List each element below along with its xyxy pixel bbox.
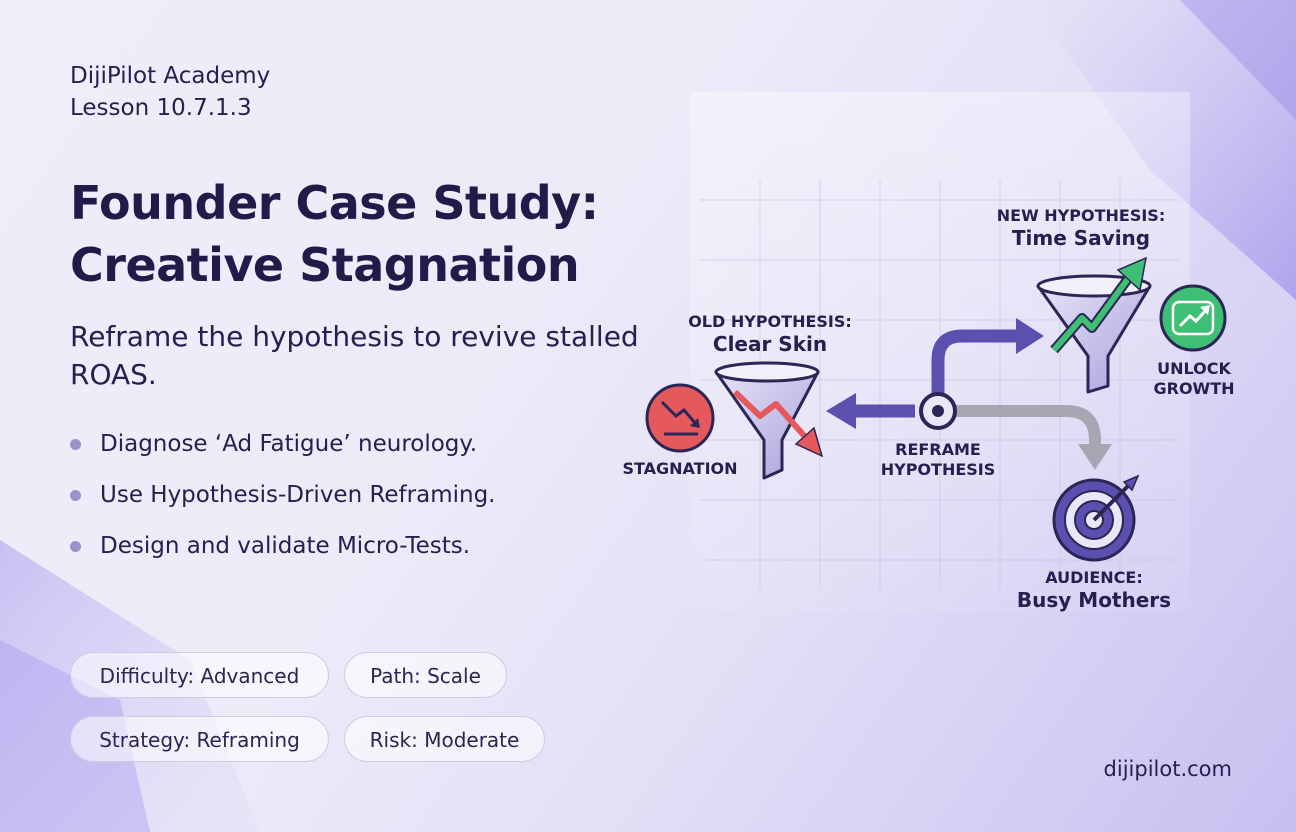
bullet-list: Diagnose ‘Ad Fatigue’ neurology. Use Hyp… bbox=[70, 422, 496, 575]
bullet-text: Use Hypothesis-Driven Reframing. bbox=[100, 482, 496, 508]
bullet-item: Design and validate Micro-Tests. bbox=[70, 524, 496, 575]
reframe-line-1: REFRAME bbox=[895, 440, 981, 459]
chip-risk: Risk: Moderate bbox=[344, 716, 545, 762]
bullet-dot-icon bbox=[70, 439, 81, 450]
chip-difficulty: Difficulty: Advanced bbox=[70, 652, 329, 698]
old-hypothesis-label: OLD HYPOTHESIS: Clear Skin bbox=[660, 312, 880, 356]
bullet-text: Design and validate Micro-Tests. bbox=[100, 533, 471, 559]
unlock-line-1: UNLOCK bbox=[1157, 359, 1231, 378]
bullet-item: Diagnose ‘Ad Fatigue’ neurology. bbox=[70, 422, 496, 473]
trend-down-icon bbox=[645, 383, 715, 453]
chip-path: Path: Scale bbox=[344, 652, 507, 698]
brand-block: DijiPilot Academy Lesson 10.7.1.3 bbox=[70, 60, 270, 124]
reframe-label: REFRAME HYPOTHESIS bbox=[868, 440, 1008, 480]
bullet-dot-icon bbox=[70, 490, 81, 501]
audience-caption: AUDIENCE: bbox=[1045, 568, 1143, 587]
new-funnel-icon bbox=[1036, 256, 1152, 394]
trend-up-icon bbox=[1159, 284, 1227, 352]
title-line-1: Founder Case Study: bbox=[70, 176, 599, 230]
unlock-growth-label: UNLOCK GROWTH bbox=[1134, 359, 1254, 399]
stagnation-label: STAGNATION bbox=[622, 459, 738, 478]
target-icon bbox=[1052, 474, 1140, 562]
new-hypothesis-label: NEW HYPOTHESIS: Time Saving bbox=[976, 206, 1186, 250]
lesson-number: Lesson 10.7.1.3 bbox=[70, 95, 252, 121]
audience-value: Busy Mothers bbox=[1016, 588, 1172, 612]
new-hypothesis-caption: NEW HYPOTHESIS: bbox=[996, 206, 1166, 225]
bullet-dot-icon bbox=[70, 541, 81, 552]
site-url: dijipilot.com bbox=[1103, 757, 1232, 781]
page-title: Founder Case Study: Creative Stagnation bbox=[70, 172, 690, 296]
unlock-line-2: GROWTH bbox=[1153, 379, 1235, 398]
bullet-text: Diagnose ‘Ad Fatigue’ neurology. bbox=[100, 431, 478, 457]
old-hypothesis-caption: OLD HYPOTHESIS: bbox=[688, 312, 852, 331]
subtitle: Reframe the hypothesis to revive stalled… bbox=[70, 320, 639, 391]
reframe-line-2: HYPOTHESIS bbox=[880, 460, 996, 479]
reframe-arrows bbox=[826, 318, 1112, 470]
brand-name: DijiPilot Academy bbox=[70, 63, 271, 89]
title-line-2: Creative Stagnation bbox=[70, 238, 580, 292]
old-hypothesis-value: Clear Skin bbox=[712, 332, 828, 356]
chip-strategy: Strategy: Reframing bbox=[70, 716, 329, 762]
old-funnel-icon bbox=[714, 361, 824, 480]
audience-label: AUDIENCE: Busy Mothers bbox=[994, 568, 1194, 612]
bullet-item: Use Hypothesis-Driven Reframing. bbox=[70, 473, 496, 524]
new-hypothesis-value: Time Saving bbox=[1011, 226, 1151, 250]
